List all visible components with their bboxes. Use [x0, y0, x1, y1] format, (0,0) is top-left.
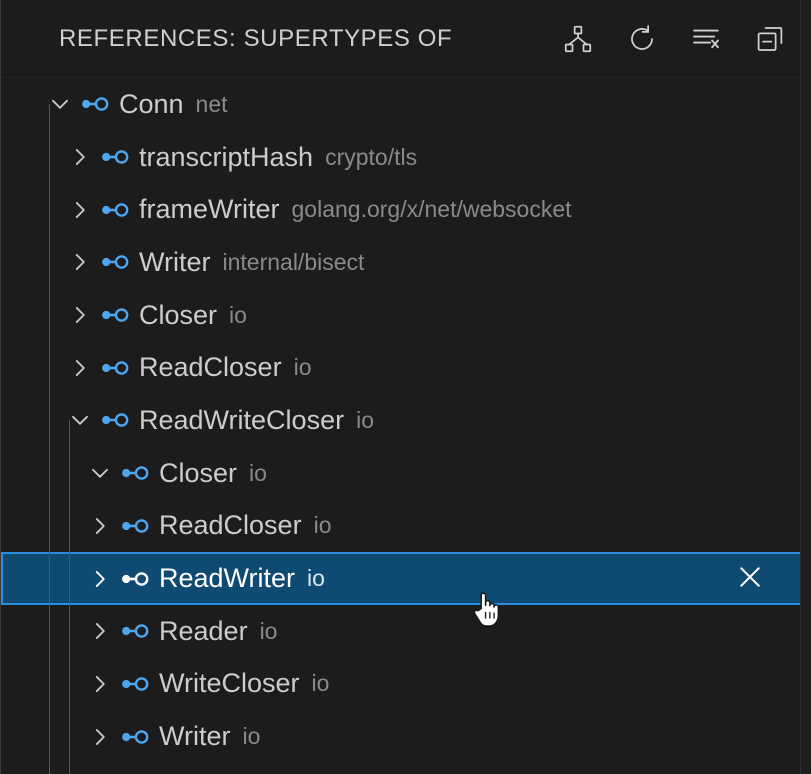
- row-label: Conn: [119, 88, 184, 119]
- chevron-right-icon[interactable]: [83, 500, 117, 553]
- interface-icon: [97, 394, 133, 447]
- vertical-scrollbar[interactable]: [800, 0, 811, 774]
- interface-icon: [77, 78, 113, 131]
- row-description: net: [195, 90, 228, 117]
- show-hierarchy-icon: [563, 24, 593, 54]
- row-description: io: [259, 617, 278, 644]
- tree-row[interactable]: Closer io: [1, 447, 811, 500]
- chevron-right-icon[interactable]: [63, 183, 97, 236]
- row-label: transcriptHash: [139, 141, 314, 172]
- tree-row[interactable]: WriteCloser io: [1, 658, 811, 711]
- row-description: io: [311, 670, 330, 697]
- row-indent: [1, 658, 83, 711]
- row-description: internal/bisect: [222, 248, 365, 275]
- row-description: io: [249, 459, 267, 486]
- interface-icon: [117, 500, 153, 553]
- tree-row[interactable]: Closer io: [1, 289, 811, 342]
- row-description: crypto/tls: [325, 143, 418, 170]
- row-indent: [1, 552, 83, 605]
- row-description: io: [313, 512, 332, 539]
- tree-row[interactable]: Reader io: [1, 605, 811, 658]
- row-label: Writer: [159, 721, 231, 752]
- clear-all-icon: [691, 24, 721, 54]
- interface-icon: [117, 658, 153, 711]
- chevron-down-icon[interactable]: [43, 78, 77, 131]
- tree-row[interactable]: Writer io: [1, 710, 811, 763]
- page-title: REFERENCES: SUPERTYPES OF: [59, 24, 453, 52]
- refresh-icon: [627, 24, 657, 54]
- close-icon: [735, 562, 765, 595]
- tree-row[interactable]: ReadWriteCloser io: [1, 394, 811, 447]
- row-label: Closer: [139, 299, 218, 330]
- interface-icon: [117, 447, 153, 500]
- interface-icon: [97, 131, 133, 184]
- row-description: io: [307, 565, 325, 592]
- chevron-right-icon[interactable]: [63, 341, 97, 394]
- refresh-button[interactable]: [623, 20, 661, 58]
- interface-icon: [97, 289, 133, 342]
- interface-icon: [117, 552, 153, 605]
- row-description: io: [293, 354, 312, 381]
- chevron-right-icon[interactable]: [83, 658, 117, 711]
- row-description: golang.org/x/net/websocket: [291, 196, 572, 223]
- row-label: ReadCloser: [159, 510, 302, 541]
- tree-row[interactable]: ReadWriter io: [1, 552, 811, 605]
- row-indent: [1, 341, 63, 394]
- tree-row[interactable]: transcriptHash crypto/tls: [1, 131, 811, 184]
- row-indent: [1, 394, 63, 447]
- tree-row[interactable]: ReadCloser io: [1, 341, 811, 394]
- panel-header: REFERENCES: SUPERTYPES OF: [1, 0, 811, 78]
- row-label: ReadCloser: [139, 352, 282, 383]
- interface-icon: [97, 236, 133, 289]
- row-label: Reader: [159, 615, 248, 646]
- chevron-right-icon[interactable]: [63, 131, 97, 184]
- interface-icon: [117, 710, 153, 763]
- collapse-all-button[interactable]: [751, 20, 789, 58]
- row-indent: [1, 500, 83, 553]
- tree-row[interactable]: ReadCloser io: [1, 500, 811, 553]
- row-label: ReadWriter: [159, 563, 296, 594]
- collapse-all-icon: [755, 24, 785, 54]
- row-close-button[interactable]: [733, 562, 767, 596]
- show-hierarchy-button[interactable]: [559, 20, 597, 58]
- row-label: WriteCloser: [159, 668, 300, 699]
- chevron-down-icon[interactable]: [83, 447, 117, 500]
- chevron-right-icon[interactable]: [83, 605, 117, 658]
- clear-all-button[interactable]: [687, 20, 725, 58]
- row-description: io: [356, 406, 374, 433]
- row-label: frameWriter: [139, 194, 280, 225]
- row-indent: [1, 131, 63, 184]
- chevron-right-icon[interactable]: [63, 289, 97, 342]
- tree-row[interactable]: frameWriter golang.org/x/net/websocket: [1, 183, 811, 236]
- header-actions: [559, 20, 789, 58]
- chevron-right-icon[interactable]: [83, 552, 117, 605]
- row-actions: [325, 562, 811, 596]
- chevron-down-icon[interactable]: [63, 394, 97, 447]
- interface-icon: [97, 183, 133, 236]
- row-indent: [1, 236, 63, 289]
- row-indent: [1, 447, 83, 500]
- interface-icon: [97, 341, 133, 394]
- chevron-right-icon[interactable]: [83, 710, 117, 763]
- row-indent: [1, 289, 63, 342]
- row-indent: [1, 183, 63, 236]
- row-description: io: [242, 723, 261, 750]
- row-label: ReadWriteCloser: [139, 404, 345, 435]
- row-label: Writer: [139, 246, 211, 277]
- interface-icon: [117, 605, 153, 658]
- chevron-right-icon[interactable]: [63, 236, 97, 289]
- row-indent: [1, 605, 83, 658]
- tree-row[interactable]: Writer internal/bisect: [1, 236, 811, 289]
- row-label: Closer: [159, 457, 238, 488]
- row-indent: [1, 710, 83, 763]
- row-description: io: [229, 301, 247, 328]
- row-indent: [1, 78, 43, 131]
